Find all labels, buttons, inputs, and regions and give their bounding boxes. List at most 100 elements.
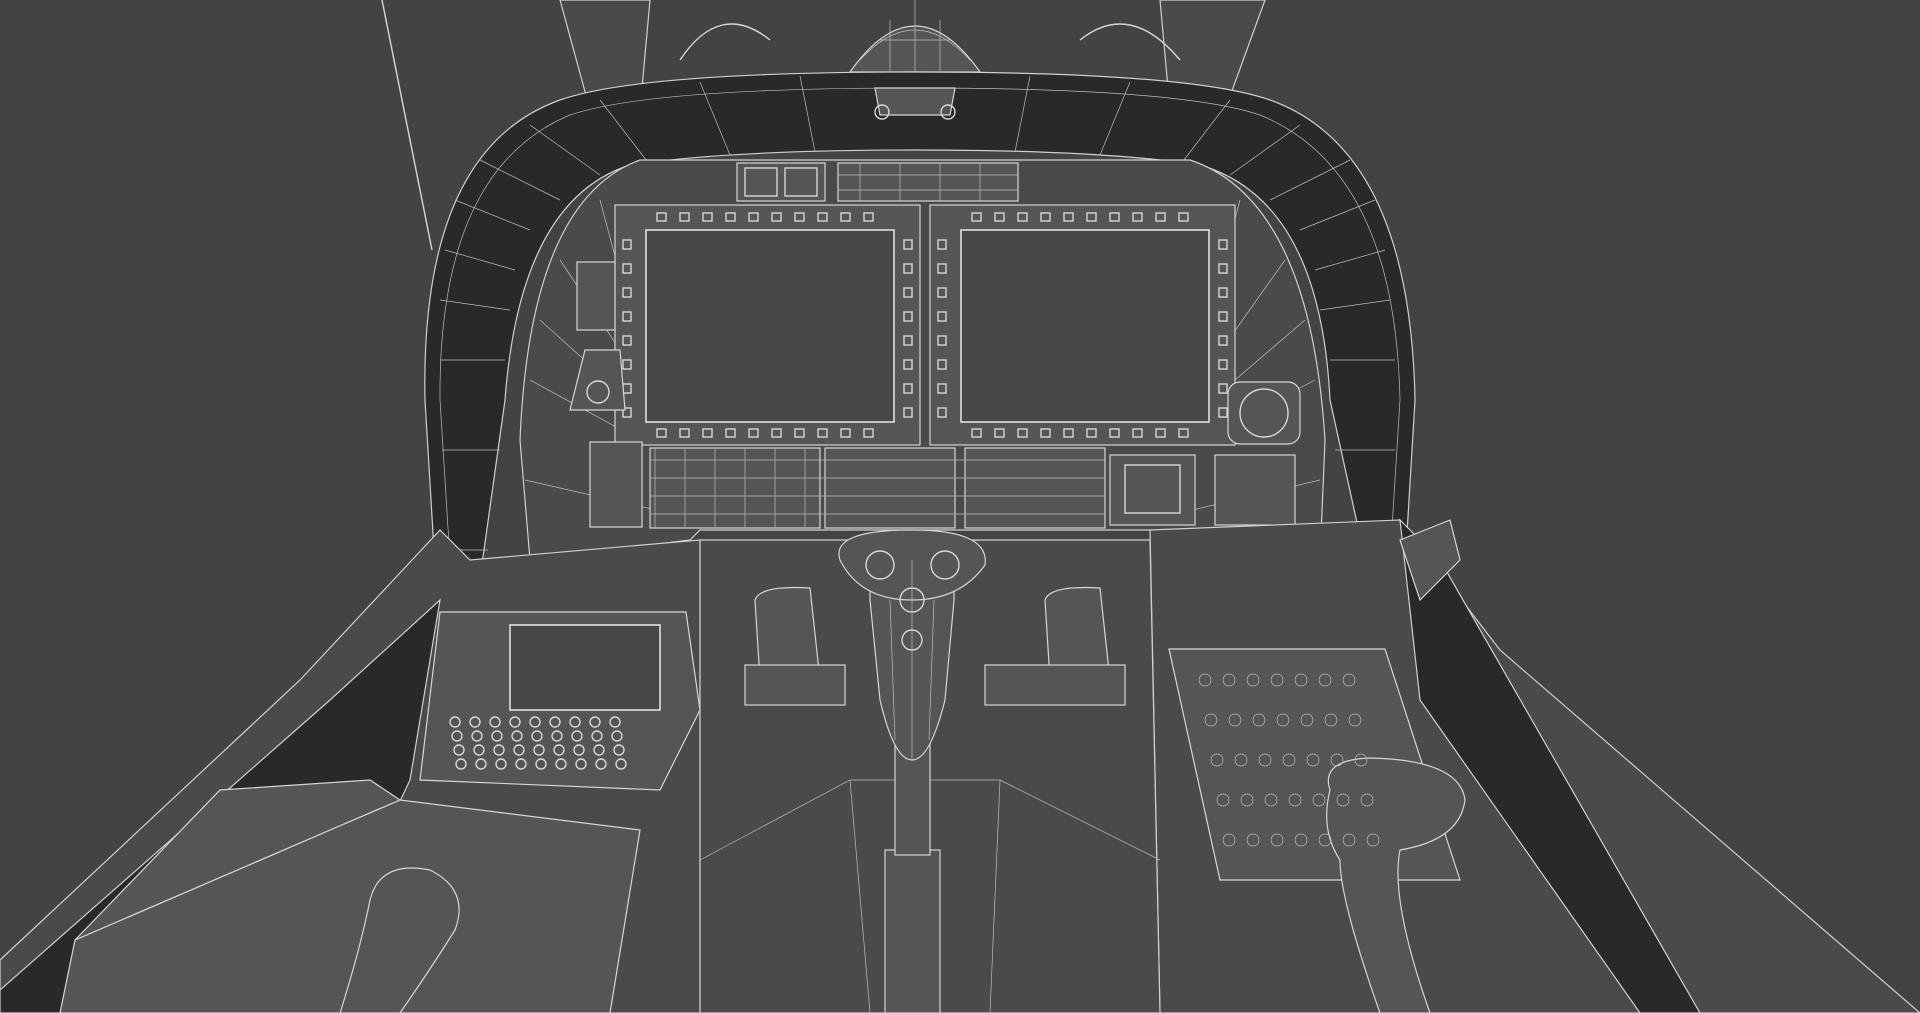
- bezel-button: [1218, 311, 1228, 322]
- bezel-button: [1218, 407, 1228, 418]
- bezel-button: [794, 212, 805, 222]
- bezel-button: [679, 212, 690, 222]
- bezel-button: [937, 263, 947, 274]
- bezel-button: [937, 335, 947, 346]
- bezel-button: [863, 212, 874, 222]
- bezel-button: [1063, 428, 1074, 438]
- bezel-button: [937, 311, 947, 322]
- console-knob: [1276, 713, 1290, 727]
- bezel-button: [840, 212, 851, 222]
- bezel-button: [1178, 212, 1189, 222]
- console-knob: [1354, 753, 1368, 767]
- bezel-button: [937, 383, 947, 394]
- bezel-button: [994, 428, 1005, 438]
- keypad-key: [615, 758, 627, 770]
- bezel-button: [937, 359, 947, 370]
- keypad-key: [509, 716, 521, 728]
- bezel-button: [1040, 428, 1051, 438]
- bezel-button: [1086, 212, 1097, 222]
- keypad-key: [529, 716, 541, 728]
- console-knob: [1360, 793, 1374, 807]
- keypad-key: [449, 716, 461, 728]
- console-knob: [1342, 673, 1356, 687]
- bezel-button: [994, 212, 1005, 222]
- bezel-button: [937, 407, 947, 418]
- console-knob: [1264, 793, 1278, 807]
- console-knob: [1222, 673, 1236, 687]
- keypad-key: [453, 744, 465, 756]
- bezel-button: [840, 428, 851, 438]
- console-knob: [1336, 793, 1350, 807]
- bezel-button: [1063, 212, 1074, 222]
- bezel-button: [1178, 428, 1189, 438]
- bezel-button: [903, 335, 913, 346]
- bezel-button: [903, 359, 913, 370]
- bezel-button: [622, 263, 632, 274]
- console-knob: [1246, 833, 1260, 847]
- bezel-button: [903, 407, 913, 418]
- keypad-key: [553, 744, 565, 756]
- lower-instrument-row: [589, 441, 1296, 529]
- bezel-button: [1218, 239, 1228, 250]
- bezel-button: [1017, 212, 1028, 222]
- bezel-button: [622, 359, 632, 370]
- console-knob: [1342, 833, 1356, 847]
- console-knob: [1258, 753, 1272, 767]
- bezel-button: [748, 212, 759, 222]
- bezel-button: [817, 212, 828, 222]
- console-knob: [1216, 793, 1230, 807]
- keypad-key: [575, 758, 587, 770]
- console-knob: [1198, 673, 1212, 687]
- console-knob: [1306, 753, 1320, 767]
- side-instrument: [569, 349, 626, 411]
- console-knob: [1270, 833, 1284, 847]
- console-knob: [1270, 673, 1284, 687]
- console-knob: [1234, 753, 1248, 767]
- console-knob: [1330, 753, 1344, 767]
- keypad-key: [535, 758, 547, 770]
- console-knob: [1318, 833, 1332, 847]
- bezel-button: [1109, 428, 1120, 438]
- bezel-button: [1155, 212, 1166, 222]
- bezel-button: [817, 428, 828, 438]
- bezel-button: [748, 428, 759, 438]
- keypad-key: [491, 730, 503, 742]
- bezel-button: [622, 287, 632, 298]
- bezel-button: [1132, 428, 1143, 438]
- keypad-key: [589, 716, 601, 728]
- console-knob: [1282, 753, 1296, 767]
- bezel-button: [1155, 428, 1166, 438]
- right-console: [1149, 518, 1920, 1013]
- canopy-frame: [424, 71, 1416, 651]
- bezel-button: [1218, 263, 1228, 274]
- keypad-key: [515, 758, 527, 770]
- keypad-key: [555, 758, 567, 770]
- keypad-key: [613, 744, 625, 756]
- keypad-key: [513, 744, 525, 756]
- keypad-key: [493, 744, 505, 756]
- console-knob: [1294, 833, 1308, 847]
- control-stick: [838, 529, 986, 1013]
- keypad-key: [531, 730, 543, 742]
- keypad-key: [569, 716, 581, 728]
- bezel-button: [903, 287, 913, 298]
- throttle: [339, 867, 460, 1013]
- console-knob: [1288, 793, 1302, 807]
- bezel-button: [1218, 335, 1228, 346]
- bezel-button: [863, 428, 874, 438]
- console-knob: [1210, 753, 1224, 767]
- left-display: [614, 204, 921, 446]
- keypad-key: [609, 716, 621, 728]
- console-knob: [1300, 713, 1314, 727]
- keypad-key: [495, 758, 507, 770]
- bezel-button: [1109, 212, 1120, 222]
- console-knob: [1252, 713, 1266, 727]
- bezel-button: [1017, 428, 1028, 438]
- console-knob: [1348, 713, 1362, 727]
- bezel-button: [656, 212, 667, 222]
- bezel-button: [937, 239, 947, 250]
- keypad-key: [549, 716, 561, 728]
- rear-structure: [559, 0, 1266, 111]
- console-knob: [1240, 793, 1254, 807]
- annunciator-panel: [736, 162, 1019, 202]
